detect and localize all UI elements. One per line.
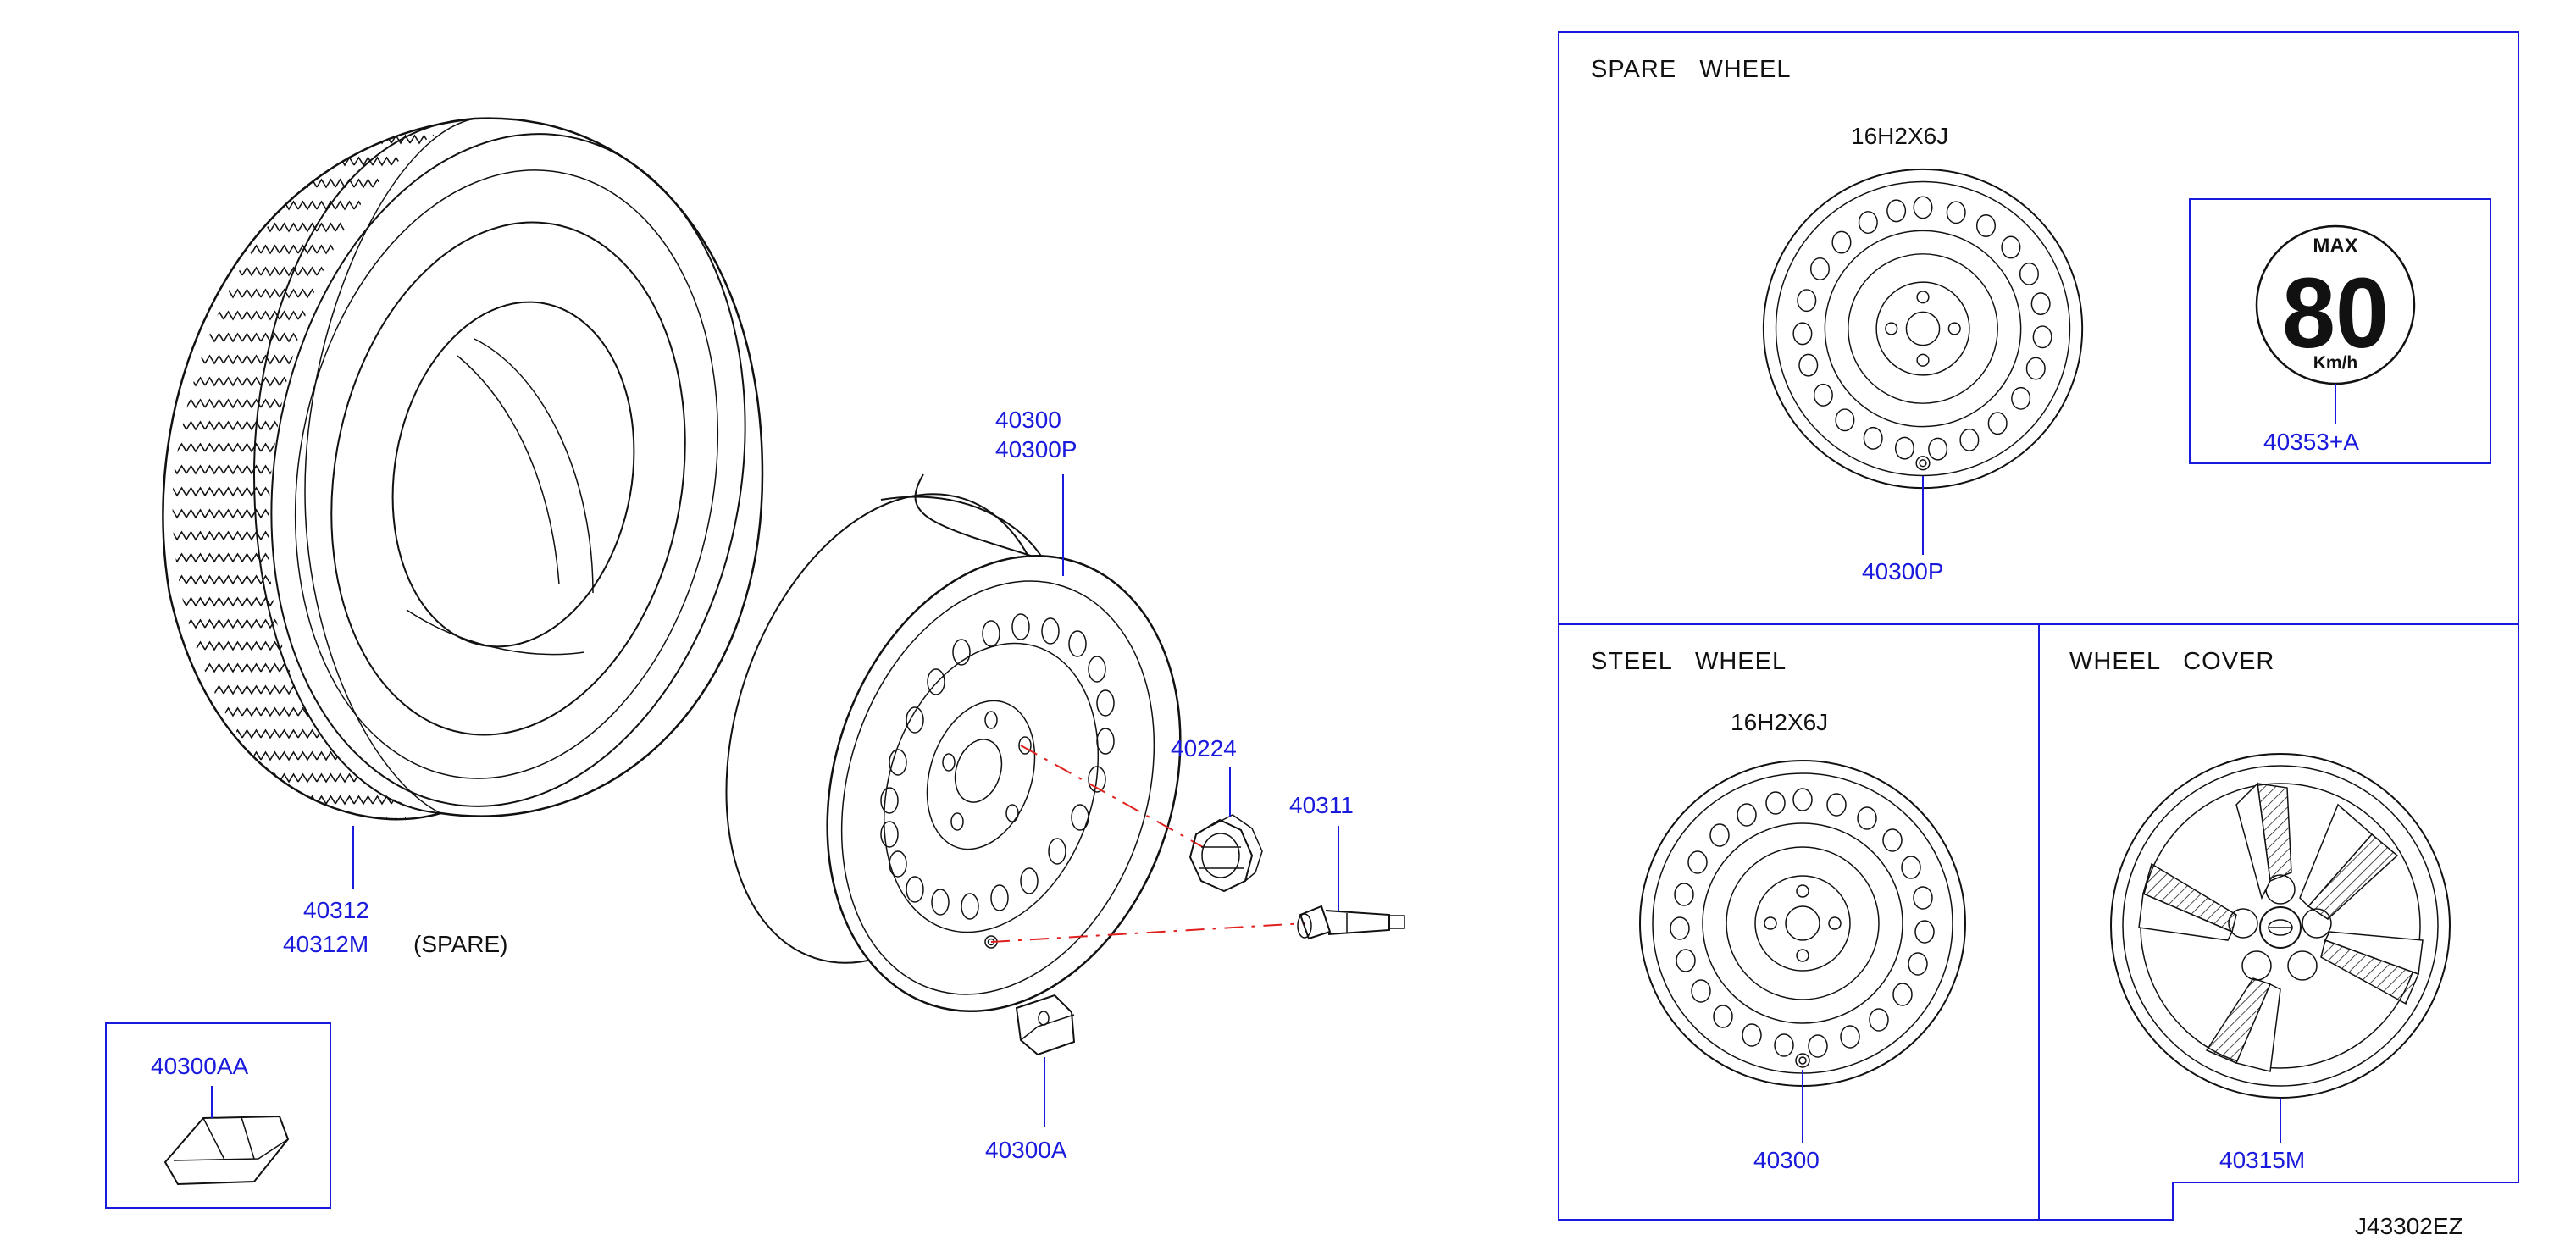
wheel-cover-illustration (2110, 753, 2451, 1099)
steel-wheel-illustration (1639, 760, 1966, 1087)
wheel-part-number[interactable]: 40300 (995, 407, 1061, 433)
wheel-cover-title: WHEEL COVER (2069, 648, 2274, 675)
speed-label-value: 80 (2282, 257, 2389, 369)
tire-part-number[interactable]: 40312 (303, 897, 369, 923)
wheel-cover-part-number[interactable]: 40315M (2219, 1147, 2305, 1173)
valve-part-number[interactable]: 40311 (1289, 792, 1354, 818)
wheel-nut-part-number[interactable]: 40224 (1171, 735, 1237, 761)
spare-wheel-size: 16H2X6J (1851, 123, 1948, 149)
wheel-part-number-alt[interactable]: 40300P (995, 436, 1077, 462)
wheel-nut-illustration (1188, 814, 1263, 893)
speed-label-unit: Km/h (2313, 353, 2358, 373)
wheel-illustration (725, 473, 1182, 1012)
valve-illustration (1297, 905, 1405, 940)
steel-wheel-part-number[interactable]: 40300 (1753, 1147, 1820, 1173)
weight-kit-illustration (163, 1115, 290, 1186)
tire-illustration (162, 117, 764, 821)
speed-label-max: MAX (2313, 235, 2357, 257)
tire-spare-note: (SPARE) (413, 931, 508, 957)
spare-wheel-part-number[interactable]: 40300P (1862, 558, 1944, 584)
weight-kit-part-number[interactable]: 40300AA (151, 1053, 249, 1079)
panels-frame (1558, 31, 2519, 1221)
spare-wheel-title: SPARE WHEEL (1591, 56, 1791, 83)
speed-label-part-number[interactable]: 40353+A (2263, 429, 2359, 455)
spare-wheel-illustration (1762, 168, 2084, 490)
balance-weight-illustration (1015, 994, 1076, 1056)
steel-wheel-title: STEEL WHEEL (1591, 648, 1787, 675)
balance-weight-part-number[interactable]: 40300A (985, 1137, 1067, 1163)
diagram-code: J43302EZ (2355, 1213, 2463, 1239)
steel-wheel-size: 16H2X6J (1731, 709, 1828, 735)
tire-part-number-alt[interactable]: 40312M (283, 931, 368, 957)
weight-kit-frame (105, 1022, 331, 1209)
